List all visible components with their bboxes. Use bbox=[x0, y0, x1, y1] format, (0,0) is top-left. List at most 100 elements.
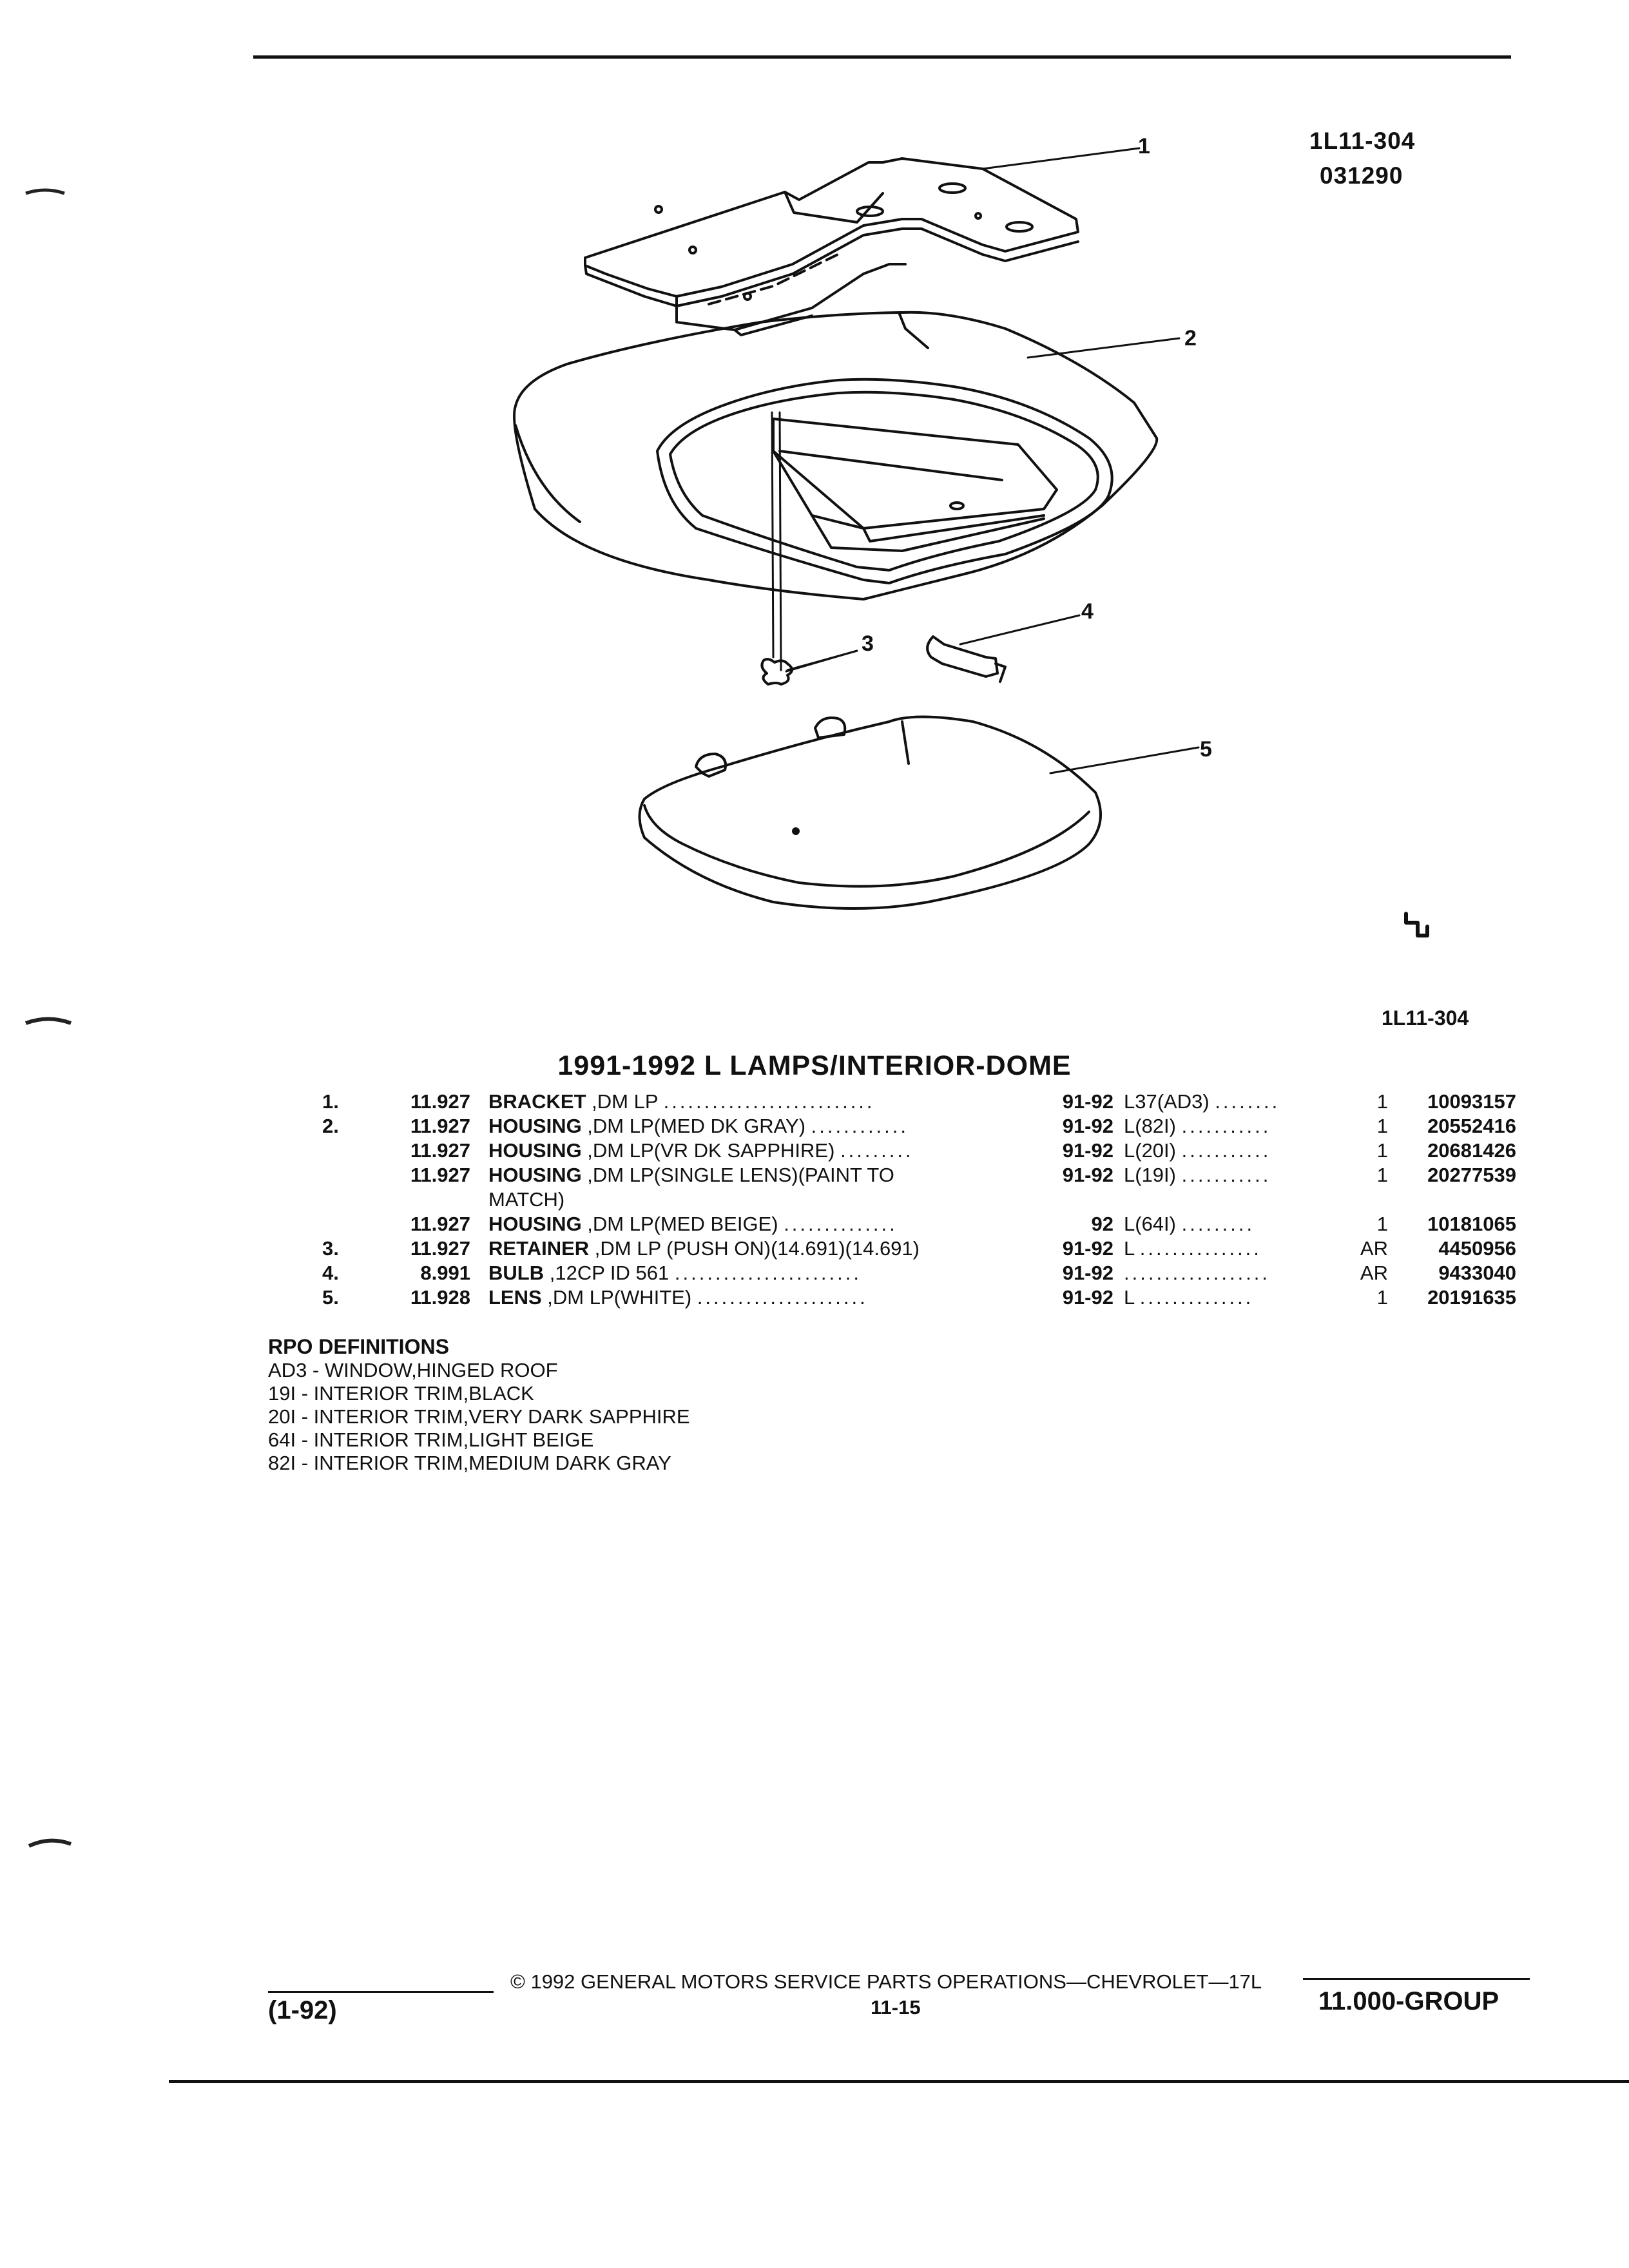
part-description: HOUSING ,DM LP(SINGLE LENS)(PAINT TO bbox=[488, 1164, 1023, 1188]
table-row: 5. 11.928 LENS ,DM LP(WHITE) ...........… bbox=[322, 1286, 1516, 1311]
group-number: 11.927 bbox=[410, 1115, 470, 1137]
group-label: 11.000-GROUP bbox=[1318, 1987, 1499, 2015]
group-number: 11.927 bbox=[410, 1213, 470, 1235]
quantity: 1 bbox=[1376, 1164, 1388, 1186]
rpo-heading: RPO DEFINITIONS bbox=[268, 1335, 449, 1358]
table-row: 4. 8.991 BULB ,12CP ID 561 .............… bbox=[322, 1262, 1516, 1286]
model-years: 91-92 bbox=[1062, 1286, 1113, 1309]
illustration-code: 1L11-304 bbox=[1309, 128, 1416, 154]
quantity: AR bbox=[1360, 1262, 1388, 1284]
illustration-date: 031290 bbox=[1320, 162, 1403, 189]
rpo-code: L(64I) ......... bbox=[1124, 1213, 1255, 1235]
part-number: 10093157 bbox=[1427, 1090, 1516, 1113]
table-row: 1. 11.927 BRACKET ,DM LP ...............… bbox=[322, 1090, 1516, 1115]
table-row-continuation: MATCH) bbox=[322, 1188, 1516, 1213]
quantity: AR bbox=[1360, 1237, 1388, 1260]
footer-rule-left bbox=[268, 1991, 494, 1993]
callout-4: 4 bbox=[1081, 599, 1094, 624]
bulb-part bbox=[926, 614, 1081, 683]
part-number: 20681426 bbox=[1427, 1139, 1516, 1162]
margin-marks bbox=[24, 188, 72, 1848]
part-name: BULB bbox=[488, 1262, 545, 1284]
part-number: 9433040 bbox=[1438, 1262, 1516, 1284]
quantity: 1 bbox=[1376, 1115, 1388, 1137]
rpo-item: 64I - INTERIOR TRIM,LIGHT BEIGE bbox=[268, 1428, 594, 1451]
part-description-continued: MATCH) bbox=[488, 1188, 565, 1211]
callout-5: 5 bbox=[1200, 737, 1212, 762]
part-name: HOUSING bbox=[488, 1164, 582, 1186]
part-detail: ,DM LP(SINGLE LENS)(PAINT TO bbox=[581, 1164, 894, 1186]
rpo-item: AD3 - WINDOW,HINGED ROOF bbox=[268, 1359, 558, 1381]
item-number: 4. bbox=[322, 1262, 339, 1284]
model-years: 92 bbox=[1091, 1213, 1113, 1235]
part-description: LENS ,DM LP(WHITE) ..................... bbox=[488, 1286, 868, 1309]
group-number: 8.991 bbox=[420, 1262, 470, 1284]
part-name: HOUSING bbox=[488, 1213, 582, 1235]
part-description: HOUSING ,DM LP(MED DK GRAY) ............ bbox=[488, 1115, 909, 1137]
part-description: BRACKET ,DM LP .........................… bbox=[488, 1090, 875, 1113]
rpo-code: L37(AD3) ........ bbox=[1124, 1090, 1280, 1113]
part-number: 20191635 bbox=[1427, 1286, 1516, 1309]
rpo-item: 20I - INTERIOR TRIM,VERY DARK SAPPHIRE bbox=[268, 1405, 690, 1428]
part-number: 4450956 bbox=[1438, 1237, 1516, 1260]
item-number bbox=[322, 1164, 390, 1188]
part-detail: ,12CP ID 561 bbox=[544, 1262, 670, 1284]
rpo-code: L(82I) ........... bbox=[1124, 1115, 1271, 1137]
bracket-part bbox=[584, 157, 1079, 336]
part-name: RETAINER bbox=[488, 1237, 590, 1260]
quantity: 1 bbox=[1376, 1090, 1388, 1113]
model-years: 91-92 bbox=[1062, 1115, 1113, 1137]
rpo-code: L .............. bbox=[1124, 1286, 1254, 1309]
item-number bbox=[322, 1213, 390, 1237]
table-row: 2. 11.927 HOUSING ,DM LP(MED DK GRAY) ..… bbox=[322, 1115, 1516, 1139]
part-description: HOUSING ,DM LP(VR DK SAPPHIRE) ......... bbox=[488, 1139, 914, 1162]
quantity: 1 bbox=[1376, 1213, 1388, 1235]
quantity: 1 bbox=[1376, 1139, 1388, 1162]
part-name: HOUSING bbox=[488, 1139, 582, 1162]
group-number: 11.927 bbox=[410, 1164, 470, 1186]
table-row: 11.927 HOUSING ,DM LP(MED BEIGE) .......… bbox=[322, 1213, 1516, 1237]
rpo-code: L(20I) ........... bbox=[1124, 1139, 1271, 1162]
table-row: 11.927 HOUSING ,DM LP(VR DK SAPPHIRE) ..… bbox=[322, 1139, 1516, 1164]
item-number bbox=[322, 1139, 390, 1164]
dome-lamp-exploded-diagram bbox=[513, 147, 1429, 937]
parts-table: 1. 11.927 BRACKET ,DM LP ...............… bbox=[322, 1090, 1516, 1311]
part-detail: ,DM LP(VR DK SAPPHIRE) bbox=[581, 1139, 835, 1162]
part-detail: ,DM LP(MED BEIGE) bbox=[581, 1213, 778, 1235]
revision-date: (1-92) bbox=[268, 1996, 337, 2024]
lens-part bbox=[638, 715, 1200, 910]
rpo-item: 82I - INTERIOR TRIM,MEDIUM DARK GRAY bbox=[268, 1452, 671, 1474]
bottom-rule bbox=[169, 2080, 1629, 2083]
item-number: 1. bbox=[322, 1090, 339, 1113]
part-number: 20277539 bbox=[1427, 1164, 1516, 1186]
footer-rule-right bbox=[1303, 1978, 1530, 1980]
group-number: 11.927 bbox=[410, 1139, 470, 1162]
copyright-line: © 1992 GENERAL MOTORS SERVICE PARTS OPER… bbox=[510, 1970, 1262, 1993]
table-row: 11.927 HOUSING ,DM LP(SINGLE LENS)(PAINT… bbox=[322, 1164, 1516, 1188]
model-years: 91-92 bbox=[1062, 1237, 1113, 1260]
rpo-item: 19I - INTERIOR TRIM,BLACK bbox=[268, 1382, 534, 1405]
item-number: 2. bbox=[322, 1115, 339, 1137]
callout-3: 3 bbox=[862, 631, 874, 656]
model-years: 91-92 bbox=[1062, 1262, 1113, 1284]
quantity: 1 bbox=[1376, 1286, 1388, 1309]
part-number: 10181065 bbox=[1427, 1213, 1516, 1235]
item-number: 3. bbox=[322, 1237, 339, 1260]
item-number: 5. bbox=[322, 1286, 339, 1309]
top-rule bbox=[253, 55, 1511, 59]
model-years: 91-92 bbox=[1062, 1090, 1113, 1113]
rpo-definitions: RPO DEFINITIONS AD3 - WINDOW,HINGED ROOF… bbox=[268, 1335, 690, 1475]
callout-1: 1 bbox=[1138, 134, 1150, 159]
part-detail: ,DM LP (PUSH ON)(14.691)(14.691) bbox=[589, 1237, 920, 1260]
page-number: 11-15 bbox=[871, 1996, 921, 2019]
housing-part bbox=[513, 311, 1159, 671]
part-number: 20552416 bbox=[1427, 1115, 1516, 1137]
model-years: 91-92 bbox=[1062, 1164, 1113, 1186]
part-name: HOUSING bbox=[488, 1115, 582, 1137]
group-number: 11.927 bbox=[410, 1090, 470, 1113]
rpo-code: L(19I) ........... bbox=[1124, 1164, 1271, 1186]
part-name: LENS bbox=[488, 1286, 542, 1309]
part-detail: ,DM LP(MED DK GRAY) bbox=[581, 1115, 806, 1137]
part-description: RETAINER ,DM LP (PUSH ON)(14.691)(14.691… bbox=[488, 1237, 1023, 1262]
part-detail: ,DM LP bbox=[586, 1090, 658, 1113]
